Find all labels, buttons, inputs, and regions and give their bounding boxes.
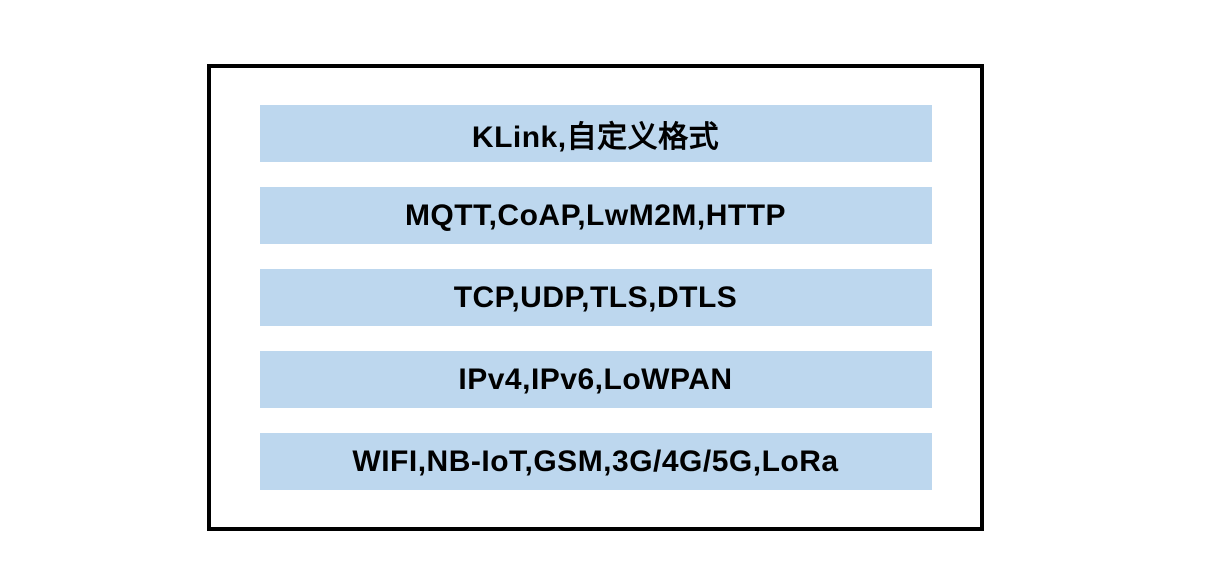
stack-layer-access-technologies: WIFI,NB-IoT,GSM,3G/4G/5G,LoRa	[259, 433, 932, 490]
stack-layer-network: IPv4,IPv6,LoWPAN	[259, 351, 932, 408]
protocol-stack-box: KLink,自定义格式 MQTT,CoAP,LwM2M,HTTP TCP,UDP…	[207, 64, 984, 531]
stack-layer-application-protocols: MQTT,CoAP,LwM2M,HTTP	[259, 187, 932, 244]
stack-layer-transport: TCP,UDP,TLS,DTLS	[259, 269, 932, 326]
stack-layer-data-format: KLink,自定义格式	[259, 105, 932, 162]
